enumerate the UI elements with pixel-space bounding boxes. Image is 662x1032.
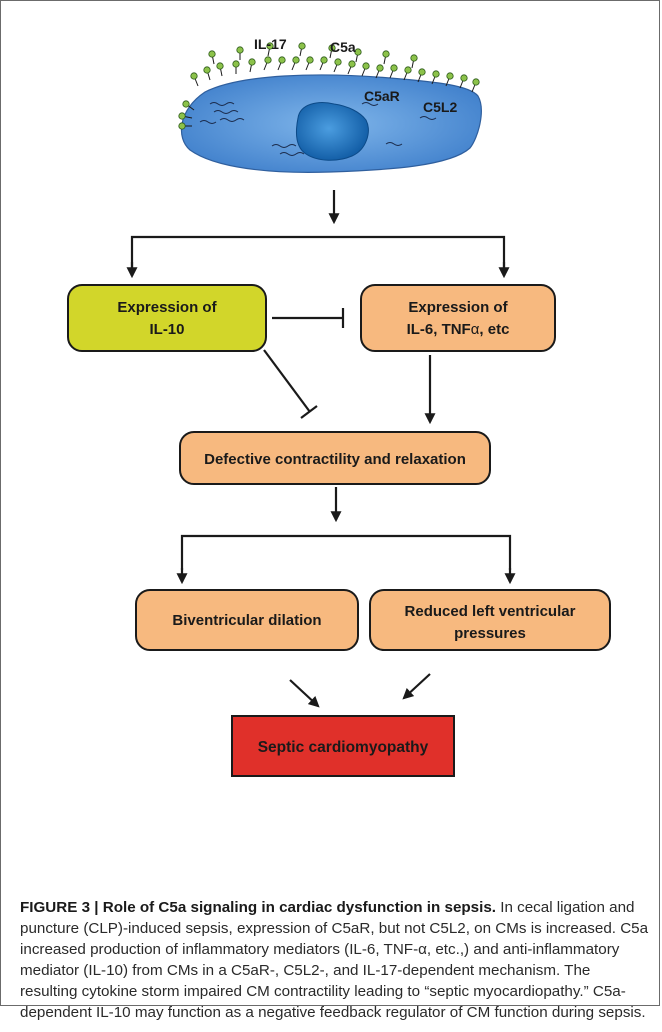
receptor-head (446, 72, 454, 80)
biventricular-box: Biventricular dilation (135, 589, 359, 651)
cytokines-prefix: IL-6, TNF (407, 321, 471, 338)
receptor-head (348, 60, 356, 68)
receptor-head (328, 44, 336, 52)
receptor-head (278, 56, 286, 64)
caption-label: FIGURE 3 | Role of C5a signaling in card… (20, 899, 497, 916)
c5ar-label: C5aR (364, 88, 400, 104)
receptor-head (248, 58, 256, 66)
receptor-head (410, 54, 418, 62)
receptor-head (376, 64, 384, 72)
c5a-label: C5a (330, 39, 356, 55)
septic-box-text: Septic cardiomyopathy (258, 739, 429, 756)
receptor-head (432, 70, 440, 78)
receptor-head (216, 62, 224, 70)
il10-box: Expression of IL-10 (67, 284, 267, 352)
receptor-head (460, 74, 468, 82)
receptor-head (203, 66, 211, 74)
receptor-head (178, 122, 186, 130)
receptor-head (418, 68, 426, 76)
receptor-group (178, 42, 480, 130)
cytokines-box-line2: IL-6, TNFα, etc (407, 321, 510, 338)
receptor-head (334, 58, 342, 66)
cytoplasm-squiggles (199, 102, 437, 156)
split-line-top (130, 235, 506, 272)
receptor-head (208, 50, 216, 58)
receptor-head (306, 56, 314, 64)
inhibit-bar-2 (300, 405, 318, 419)
cardiomyocyte-cell (178, 42, 482, 173)
biventricular-box-text: Biventricular dilation (172, 612, 321, 629)
inhibit-il10-to-defective (263, 349, 311, 413)
caption-text: In cecal ligation and puncture (CLP)-ind… (20, 899, 649, 1021)
cytokines-box: Expression of IL-6, TNFα, etc (360, 284, 556, 352)
receptor-head (178, 112, 186, 120)
il10-box-line1: Expression of (117, 299, 217, 316)
receptor-head (362, 62, 370, 70)
il17-label: IL-17 (254, 36, 287, 52)
receptor-head (472, 78, 480, 86)
flow-connectors (126, 190, 516, 708)
receptor-head (236, 46, 244, 54)
defective-box: Defective contractility and relaxation (179, 431, 491, 485)
septic-box: Septic cardiomyopathy (231, 715, 455, 777)
split-line-bottom (180, 534, 512, 570)
defective-box-text: Defective contractility and relaxation (204, 451, 466, 468)
reduced-box-line1: Reduced left ventricular (405, 603, 576, 620)
receptor-head (292, 56, 300, 64)
receptor-head (232, 60, 240, 68)
receptor-head (390, 64, 398, 72)
receptor-head (182, 100, 190, 108)
c5l2-label: C5L2 (423, 99, 457, 115)
receptor-head (320, 56, 328, 64)
reduced-box: Reduced left ventricular pressures (369, 589, 611, 651)
figure-caption: FIGURE 3 | Role of C5a signaling in card… (20, 897, 650, 1023)
reduced-box-line2: pressures (454, 625, 526, 642)
alpha-symbol: α (471, 321, 480, 338)
receptor-head (298, 42, 306, 50)
receptor-head (382, 50, 390, 58)
receptor-head (264, 56, 272, 64)
receptor-head (404, 66, 412, 74)
receptor-head (354, 48, 362, 56)
il10-box-line2: IL-10 (149, 321, 184, 338)
cytokines-suffix: , etc (479, 321, 509, 338)
receptor-head (266, 42, 274, 50)
arrow-reduced-to-septic (402, 673, 431, 700)
nucleus (295, 102, 369, 161)
receptor-head (190, 72, 198, 80)
cytokines-box-line1: Expression of (408, 299, 508, 316)
arrow-biventricular-to-septic (289, 679, 320, 708)
